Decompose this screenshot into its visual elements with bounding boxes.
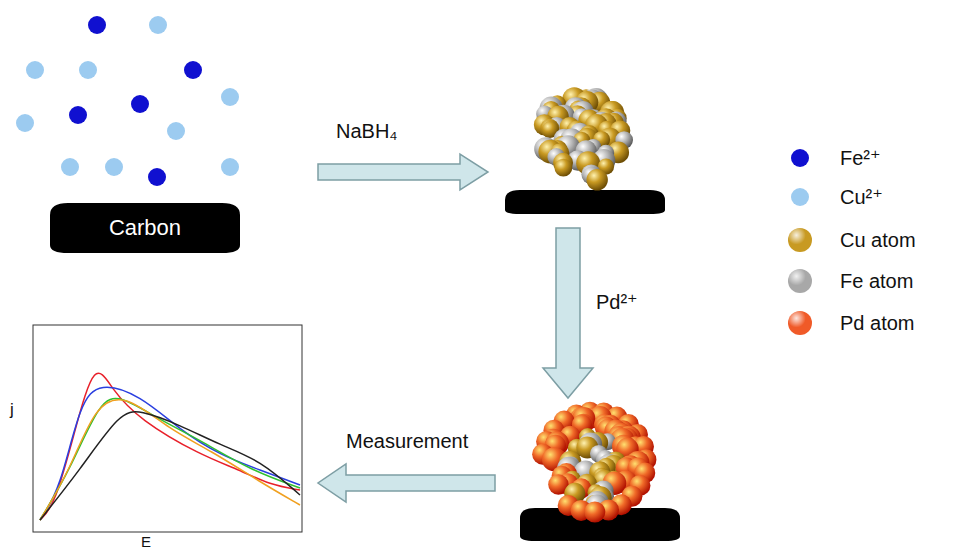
atom-sphere: [554, 159, 572, 177]
legend-swatch: [791, 188, 809, 206]
legend-swatches: [788, 149, 812, 335]
atom-sphere: [584, 501, 605, 522]
legend-item: [788, 269, 812, 293]
swatch-shine: [788, 228, 812, 252]
legend-item: [788, 228, 812, 252]
reagent-label: NaBH₄: [336, 120, 398, 143]
cu-ion: [167, 122, 185, 140]
legend-swatch: [788, 228, 812, 252]
legend-text: Cu²⁺: [840, 185, 883, 209]
cu-ion: [221, 158, 239, 176]
axis-label: E: [141, 533, 151, 550]
step-label: Measurement: [346, 430, 468, 453]
current-curve: [40, 412, 300, 520]
process-arrow: [318, 154, 488, 190]
legend-text: Pd atom: [840, 311, 914, 335]
process-arrow: [543, 228, 593, 398]
current-curve: [40, 373, 300, 520]
legend-swatch: [788, 269, 812, 293]
cu-ion: [16, 114, 34, 132]
swatch-shine: [788, 269, 812, 293]
current-curve: [40, 399, 300, 520]
cu-ion: [79, 61, 97, 79]
legend-item: [791, 149, 809, 167]
fe-ion: [131, 95, 149, 113]
fe-ion: [148, 168, 166, 186]
cu-ion: [26, 61, 44, 79]
current-curve: [40, 387, 300, 520]
ion-dots: [16, 16, 239, 186]
chart-curves: [40, 373, 300, 520]
cu-ion: [221, 88, 239, 106]
carbon-support: Carbon: [50, 203, 240, 253]
fe-ion: [184, 61, 202, 79]
chart-frame: [33, 325, 302, 532]
legend-text: Fe atom: [840, 269, 913, 293]
legend-text: Cu atom: [840, 228, 916, 252]
reagent-label: Pd²⁺: [596, 290, 638, 314]
current-curve: [40, 400, 300, 520]
support-label: Carbon: [50, 203, 240, 253]
process-arrow: [318, 464, 495, 502]
swatch-shine: [788, 311, 812, 335]
nanoparticle: [532, 87, 656, 522]
legend-text: Fe²⁺: [840, 146, 881, 170]
cu-ion: [105, 158, 123, 176]
cu-ion: [61, 158, 79, 176]
carbon-support: [505, 190, 665, 214]
fe-ion: [88, 16, 106, 34]
cu-ion: [149, 16, 167, 34]
axis-label: j: [10, 400, 14, 420]
legend-swatch: [788, 311, 812, 335]
legend-item: [791, 188, 809, 206]
support-slab: [50, 203, 240, 253]
fe-ion: [69, 106, 87, 124]
legend-item: [788, 311, 812, 335]
legend-swatch: [791, 149, 809, 167]
atom-sphere: [586, 169, 607, 190]
